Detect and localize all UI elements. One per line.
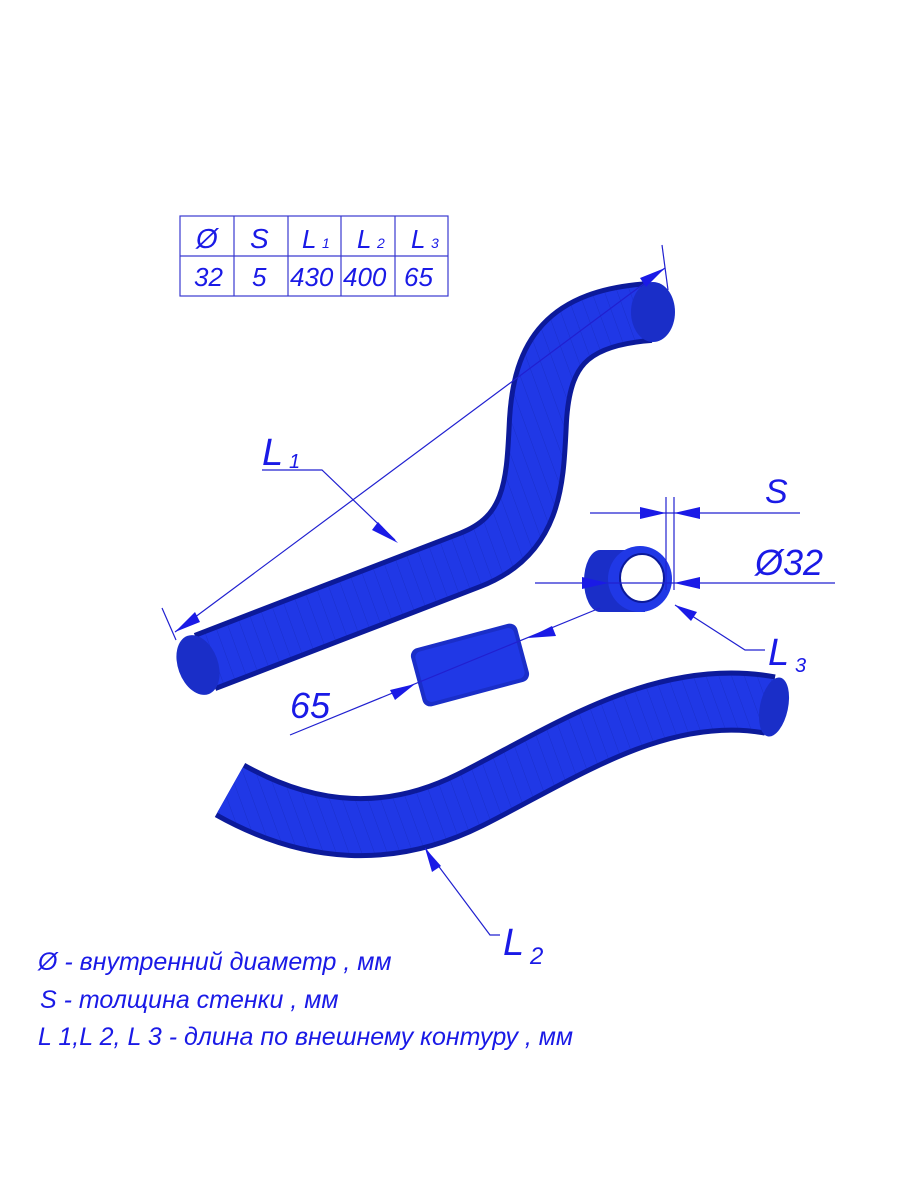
table-header-l3-sub: 3 bbox=[431, 235, 439, 251]
hose-l3-ring bbox=[584, 546, 672, 612]
table-value-diameter: 32 bbox=[194, 262, 223, 292]
legend-length: L 1,L 2, L 3 - длина по внешнему контуру… bbox=[38, 1023, 573, 1051]
table-value-l3: 65 bbox=[404, 262, 433, 292]
table-header-diameter: Ø bbox=[195, 223, 220, 254]
legend-wall-thickness: S - толщина стенки , мм bbox=[40, 986, 339, 1014]
spec-table: Ø S L 1 L 2 L 3 32 5 430 400 65 bbox=[179, 215, 449, 297]
callout-l2-sub: 2 bbox=[529, 943, 543, 970]
table-value-s: 5 bbox=[252, 262, 267, 292]
callout-diameter: Ø32 bbox=[754, 542, 823, 583]
table-header-l1-sub: 1 bbox=[322, 235, 330, 251]
callout-l3: L bbox=[768, 632, 789, 674]
table-header-l2: L bbox=[357, 224, 371, 254]
table-header-l3: L bbox=[411, 224, 425, 254]
legend: Ø - внутренний диаметр , мм S - толщина … bbox=[37, 948, 573, 1051]
hose-65 bbox=[410, 623, 530, 707]
table-header-l2-sub: 2 bbox=[376, 235, 385, 251]
legend-diameter: Ø - внутренний диаметр , мм bbox=[37, 948, 392, 976]
dimension-lines bbox=[161, 244, 835, 936]
callout-l3-sub: 3 bbox=[795, 655, 806, 677]
hose-l2 bbox=[214, 670, 790, 859]
table-header-l1: L bbox=[302, 224, 316, 254]
callout-l1: L bbox=[262, 432, 283, 474]
callout-65: 65 bbox=[290, 685, 331, 726]
table-header-s: S bbox=[250, 223, 269, 254]
table-value-l1: 430 bbox=[290, 262, 334, 292]
callout-l2: L bbox=[503, 922, 524, 964]
callout-s: S bbox=[765, 473, 788, 511]
table-value-l2: 400 bbox=[343, 262, 387, 292]
hose-l1 bbox=[176, 281, 675, 695]
callout-l1-sub: 1 bbox=[289, 451, 300, 473]
